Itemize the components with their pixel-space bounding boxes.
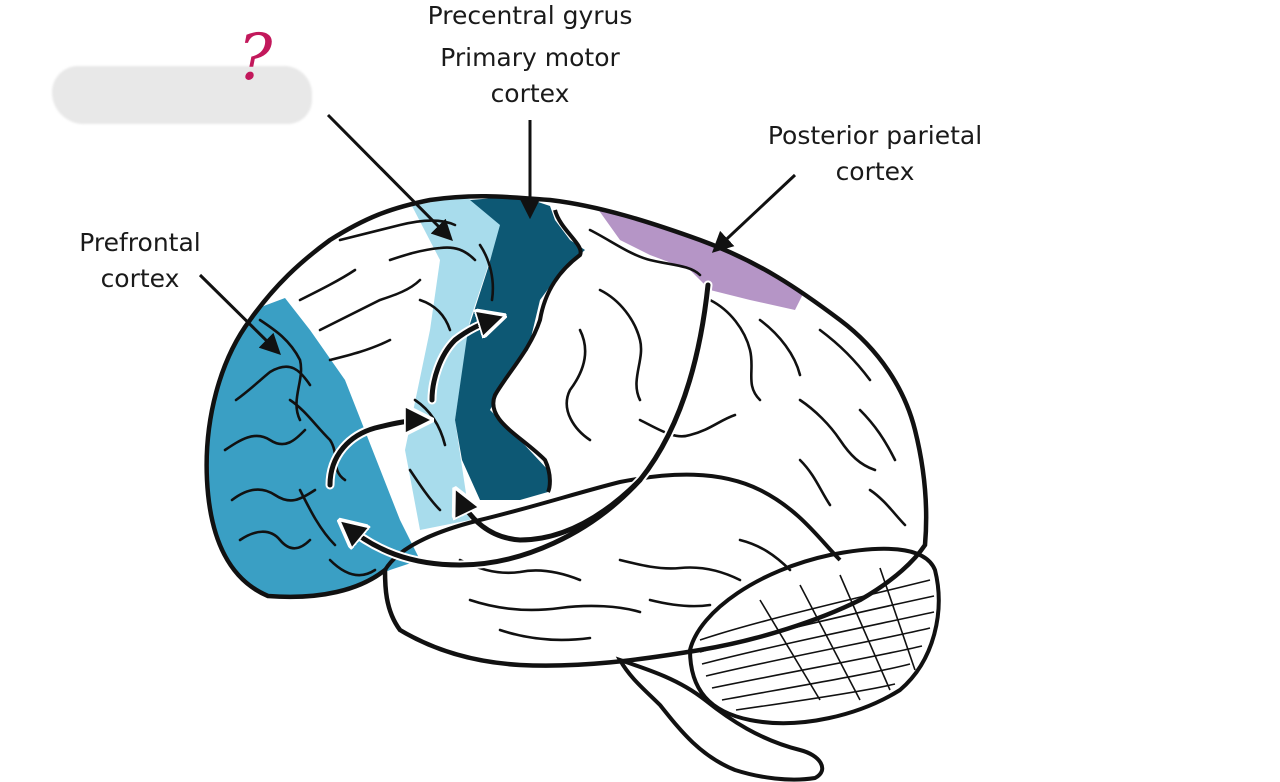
premotor-region — [405, 196, 505, 530]
central-sulcus — [491, 209, 583, 493]
cerebellum-folia — [699, 567, 935, 711]
brainstem — [615, 656, 825, 782]
arrow-premotor-to-motor — [429, 318, 498, 403]
leader-posterior-parietal — [711, 173, 797, 253]
leader-redacted — [326, 113, 453, 241]
connection-arrows — [325, 280, 713, 570]
label-prefrontal-line2: cortex — [100, 264, 180, 293]
leader-arrows — [198, 113, 797, 355]
arrow-parietal-to-premotor — [458, 477, 643, 543]
label-posterior-parietal-line1: Posterior parietal — [767, 121, 983, 150]
lateral-sulcus — [383, 472, 842, 572]
arrow-parietal-to-prefrontal — [345, 282, 711, 568]
arrow-prefrontal-to-premotor — [327, 420, 425, 488]
posterior-parietal-region — [595, 205, 805, 310]
label-posterior-parietal-line2: cortex — [835, 157, 915, 186]
label-primary-motor-line1: Primary motor — [440, 43, 620, 72]
label-precentral-gyrus: Precentral gyrus — [427, 1, 633, 30]
redacted-label — [52, 66, 312, 124]
label-prefrontal-line1: Prefrontal — [79, 228, 201, 257]
primary-motor-region — [455, 196, 585, 500]
label-primary-motor-line2: cortex — [490, 79, 570, 108]
leader-prefrontal — [198, 273, 281, 355]
annotation-question-mark: ? — [238, 21, 273, 95]
